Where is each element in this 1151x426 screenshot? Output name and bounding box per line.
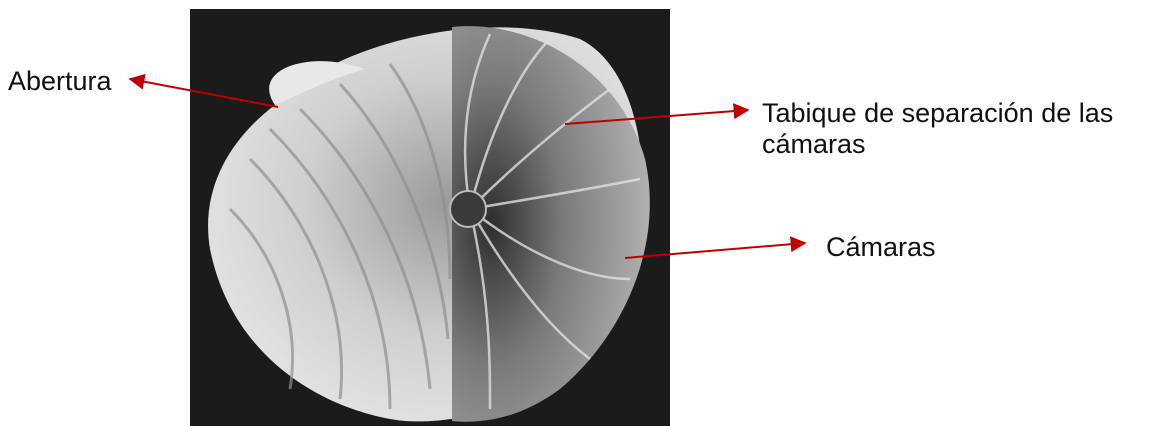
- label-abertura: Abertura: [8, 66, 112, 97]
- label-tabique: Tabique de separación de las cámaras: [762, 98, 1113, 160]
- label-tabique-line2: cámaras: [762, 129, 1113, 160]
- foraminifera-photo: [190, 9, 670, 426]
- label-camaras: Cámaras: [826, 232, 936, 263]
- label-tabique-line1: Tabique de separación de las: [762, 98, 1113, 129]
